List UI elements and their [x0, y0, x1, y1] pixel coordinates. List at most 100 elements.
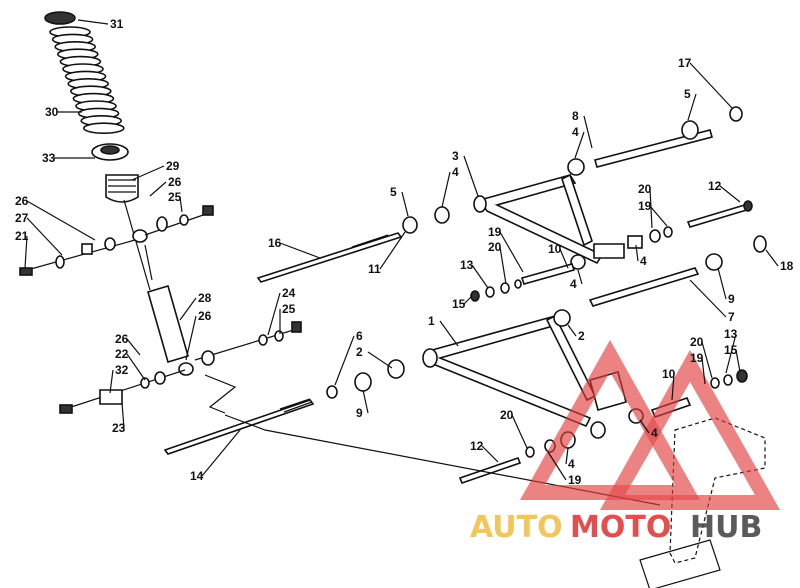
leader-line: [499, 246, 507, 285]
leader-line: [701, 341, 713, 379]
leader-line: [717, 267, 727, 300]
callout-label: 19: [488, 225, 502, 239]
callout-label: 30: [45, 105, 59, 119]
callout-label: 21: [15, 229, 29, 243]
leader-line: [559, 248, 569, 269]
upper-right-hardware: [588, 200, 767, 307]
callout-label: 6: [356, 329, 363, 343]
callout-label: 26: [168, 175, 182, 189]
watermark-word-hub: HUB: [690, 510, 762, 545]
shock-absorber: [123, 199, 194, 376]
callout-label: 5: [684, 87, 691, 101]
leader-line: [735, 349, 741, 373]
callout-label: 12: [708, 179, 722, 193]
leader-line: [649, 205, 668, 227]
callout-label: 5: [390, 185, 397, 199]
leader-line: [334, 335, 355, 386]
leader-line: [379, 231, 406, 270]
callout-label: 31: [110, 17, 124, 31]
callout-label: 19: [568, 473, 582, 487]
leader-line: [635, 244, 639, 262]
callout-label: 4: [568, 457, 575, 471]
callout-label: 15: [724, 343, 738, 357]
callout-label: 10: [662, 367, 676, 381]
leader-line: [201, 429, 241, 477]
callout-label: 9: [728, 292, 735, 306]
leader-line: [109, 369, 114, 394]
leader-line: [687, 93, 697, 121]
callout-label: 3: [452, 149, 459, 163]
callout-label: 2: [356, 345, 363, 359]
upper-a-arm: [473, 106, 743, 265]
leader-line: [26, 200, 96, 241]
leader-line: [689, 279, 727, 318]
callout-label: 32: [115, 363, 129, 377]
callout-label: 20: [638, 182, 652, 196]
leader-line: [279, 242, 321, 259]
callout-label: 20: [488, 240, 502, 254]
leader-line: [179, 196, 183, 213]
callout-label: 33: [42, 151, 56, 165]
callout-label: 19: [690, 351, 704, 365]
leader-line: [149, 181, 167, 197]
leader-line: [24, 235, 28, 269]
callout-label: 27: [15, 211, 29, 225]
middle-hardware: [470, 254, 586, 302]
callout-label: 1: [428, 314, 435, 328]
leader-line: [367, 351, 393, 369]
callout-label: 11: [368, 262, 381, 276]
leader-line: [131, 165, 165, 181]
callout-label: 13: [724, 327, 738, 341]
callout-label: 24: [282, 286, 296, 300]
callout-label: 23: [112, 421, 126, 435]
callout-label: 4: [640, 254, 647, 268]
callout-label: 7: [728, 310, 735, 324]
leader-line: [671, 373, 675, 401]
leader-line: [463, 155, 479, 197]
leader-line: [689, 62, 733, 109]
leader-line: [267, 292, 281, 336]
callout-label: 13: [460, 258, 474, 272]
callout-label: 25: [282, 302, 296, 316]
callout-label: 16: [268, 236, 282, 250]
callout-label: 26: [198, 309, 212, 323]
leader-line: [701, 357, 706, 385]
callout-label: 4: [572, 125, 579, 139]
callout-labels: 3130332926252627212826242526223223141611…: [15, 17, 794, 487]
leader-line: [121, 402, 125, 429]
leader-line: [26, 217, 63, 256]
leader-line: [511, 414, 528, 449]
leader-line: [185, 315, 197, 361]
leader-line: [126, 338, 141, 356]
callout-label: 20: [690, 335, 704, 349]
callout-label: 15: [452, 297, 466, 311]
callout-label: 8: [572, 109, 579, 123]
callout-label: 14: [190, 469, 204, 483]
watermark-triangle-2: [600, 350, 780, 510]
callout-label: 2: [578, 329, 585, 343]
callout-label: 29: [166, 159, 180, 173]
callout-label: 12: [470, 439, 484, 453]
watermark-word-auto: AUTO: [470, 510, 563, 545]
leader-line: [719, 185, 741, 203]
leader-line: [765, 249, 779, 267]
callout-label: 9: [356, 406, 363, 420]
leader-line: [463, 295, 473, 305]
leader-line: [577, 269, 583, 285]
callout-label: 26: [115, 332, 129, 346]
leader-line: [725, 333, 737, 374]
leader-line: [574, 131, 585, 159]
leader-line: [567, 324, 577, 337]
callout-label: 19: [638, 199, 652, 213]
callout-label: 22: [115, 347, 129, 361]
watermark-word-moto: MOTO: [570, 510, 671, 545]
leader-line: [583, 115, 593, 149]
leader-line: [362, 389, 369, 414]
spring-coil: [83, 122, 125, 134]
leader-line: [77, 19, 109, 25]
callout-label: 26: [15, 194, 29, 208]
long-bolts: [163, 206, 450, 455]
callout-label: 18: [780, 259, 794, 273]
leader-line: [401, 191, 409, 217]
